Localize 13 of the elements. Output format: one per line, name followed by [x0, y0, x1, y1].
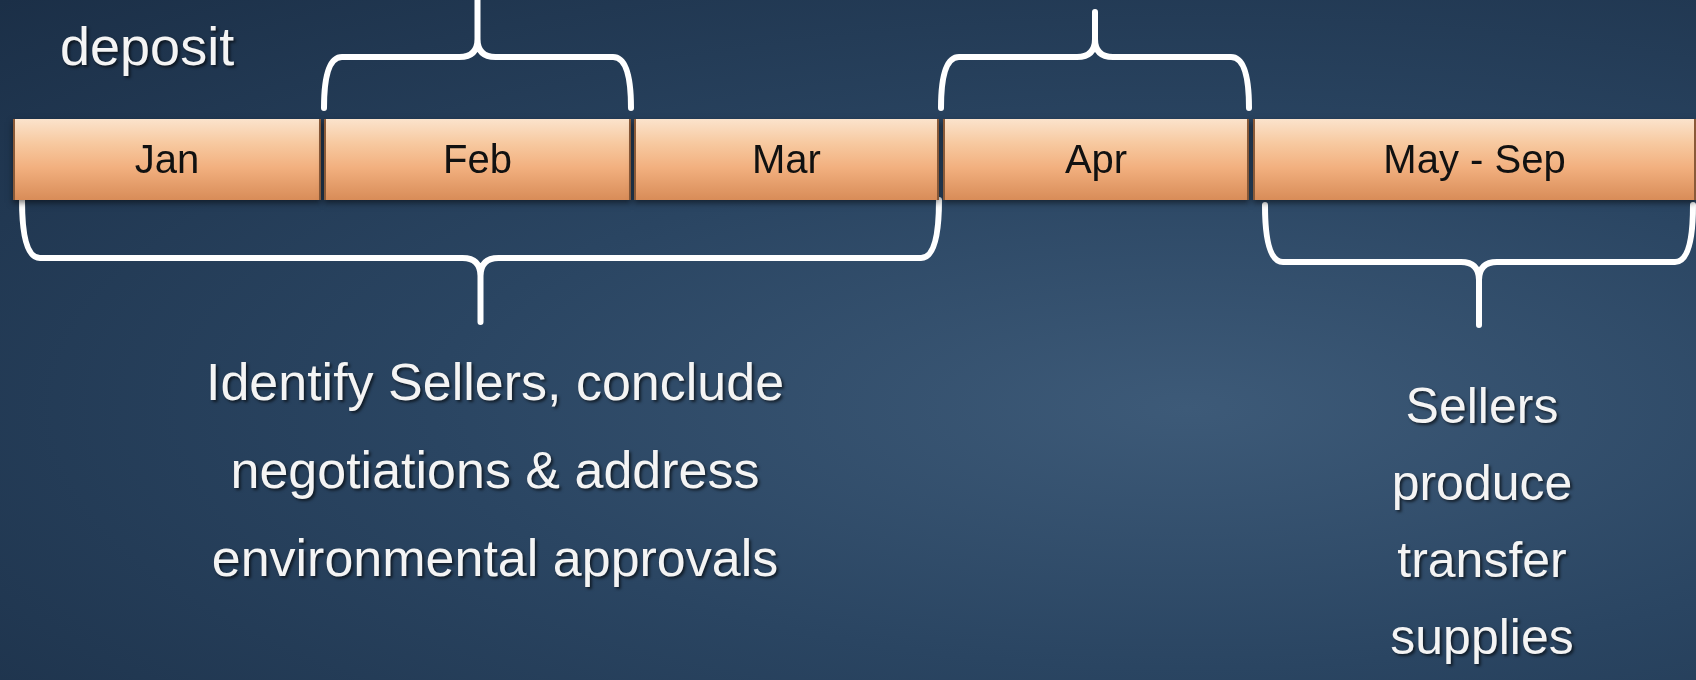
timeline-segment — [634, 119, 939, 200]
month-label: Mar — [752, 137, 821, 182]
month-label: Apr — [1064, 137, 1128, 182]
timeline-segment — [1253, 119, 1696, 200]
annotation-text: Sellers produce transfer supplies — [1389, 377, 1575, 667]
month-label: Jan — [134, 137, 200, 182]
annotation-text: Identify Sellers, conclude negotiations & address environmental approvals — [204, 352, 786, 589]
month-label: Feb — [443, 137, 512, 182]
annotation-text: deposit — [60, 15, 236, 78]
timeline-segment — [324, 119, 631, 200]
timeline-segment — [13, 119, 321, 200]
timeline-segment — [943, 119, 1249, 200]
month-label: May - Sep — [1383, 137, 1566, 182]
